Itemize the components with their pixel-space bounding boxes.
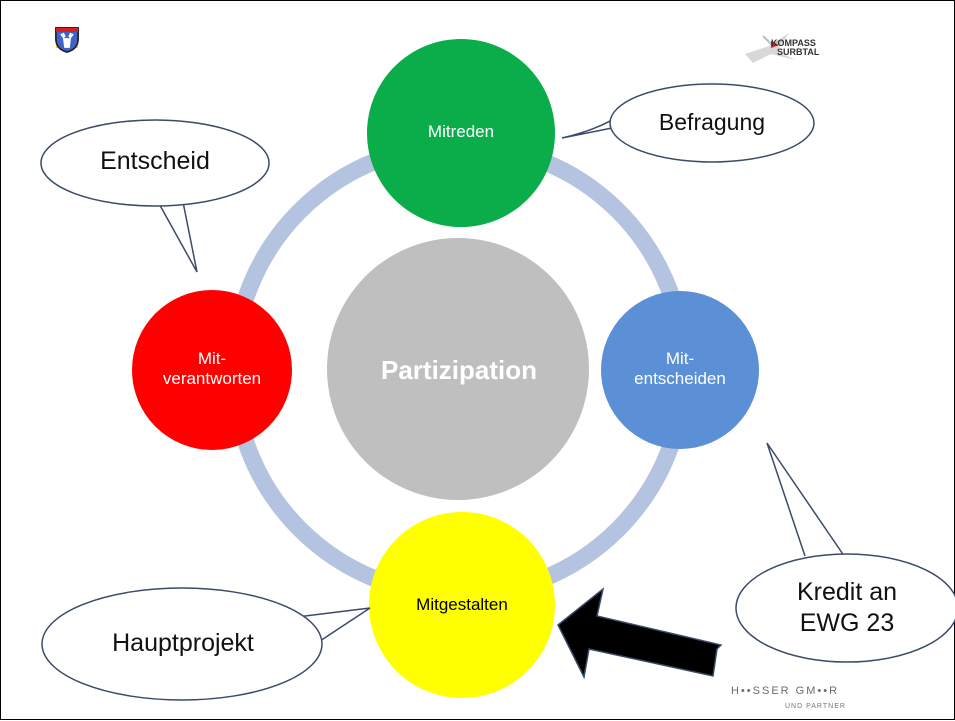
node-bottom-circle [369, 512, 555, 698]
node-right-label: Mit- entscheiden [634, 349, 726, 388]
hosser-gmuer-logo: H••SSER GM••R [731, 685, 840, 697]
callout-entscheid-tail [156, 199, 198, 273]
callout-befragung-text: Befragung [658, 109, 766, 135]
callout-kredit-tail [766, 442, 852, 567]
callout-kredit-text: Kredit an EWG 23 [796, 578, 898, 637]
node-bottom-label: Mitgestalten [416, 595, 508, 614]
callout-hauptprojekt [41, 587, 323, 701]
callout-befragung [609, 83, 815, 163]
kompass-line1: KOMPASS [771, 38, 816, 48]
center-circle [327, 238, 589, 500]
node-left-circle [132, 290, 292, 450]
callout-kredit [735, 553, 955, 663]
pointer-arrow [557, 587, 723, 680]
node-top-circle [367, 39, 555, 227]
node-left-label: Mit- verantworten [162, 349, 262, 388]
center-label: Partizipation [380, 355, 537, 385]
hosser-gmuer-subtitle: UND PARTNER [785, 703, 846, 710]
node-right-circle [601, 291, 759, 449]
kompass-line2: SURBTAL [777, 47, 820, 57]
callout-hauptprojekt-text: Hauptprojekt [112, 629, 254, 657]
callout-hauptprojekt-tail [296, 607, 371, 642]
crest-stag-icon [55, 27, 79, 53]
callout-entscheid [40, 119, 270, 207]
node-top-label: Mitreden [427, 122, 495, 141]
kompass-wordmark: KOMPASS SURBTAL [771, 39, 819, 57]
callout-entscheid-text: Entscheid [100, 147, 210, 175]
kompass-surbtal-logo [745, 33, 795, 63]
